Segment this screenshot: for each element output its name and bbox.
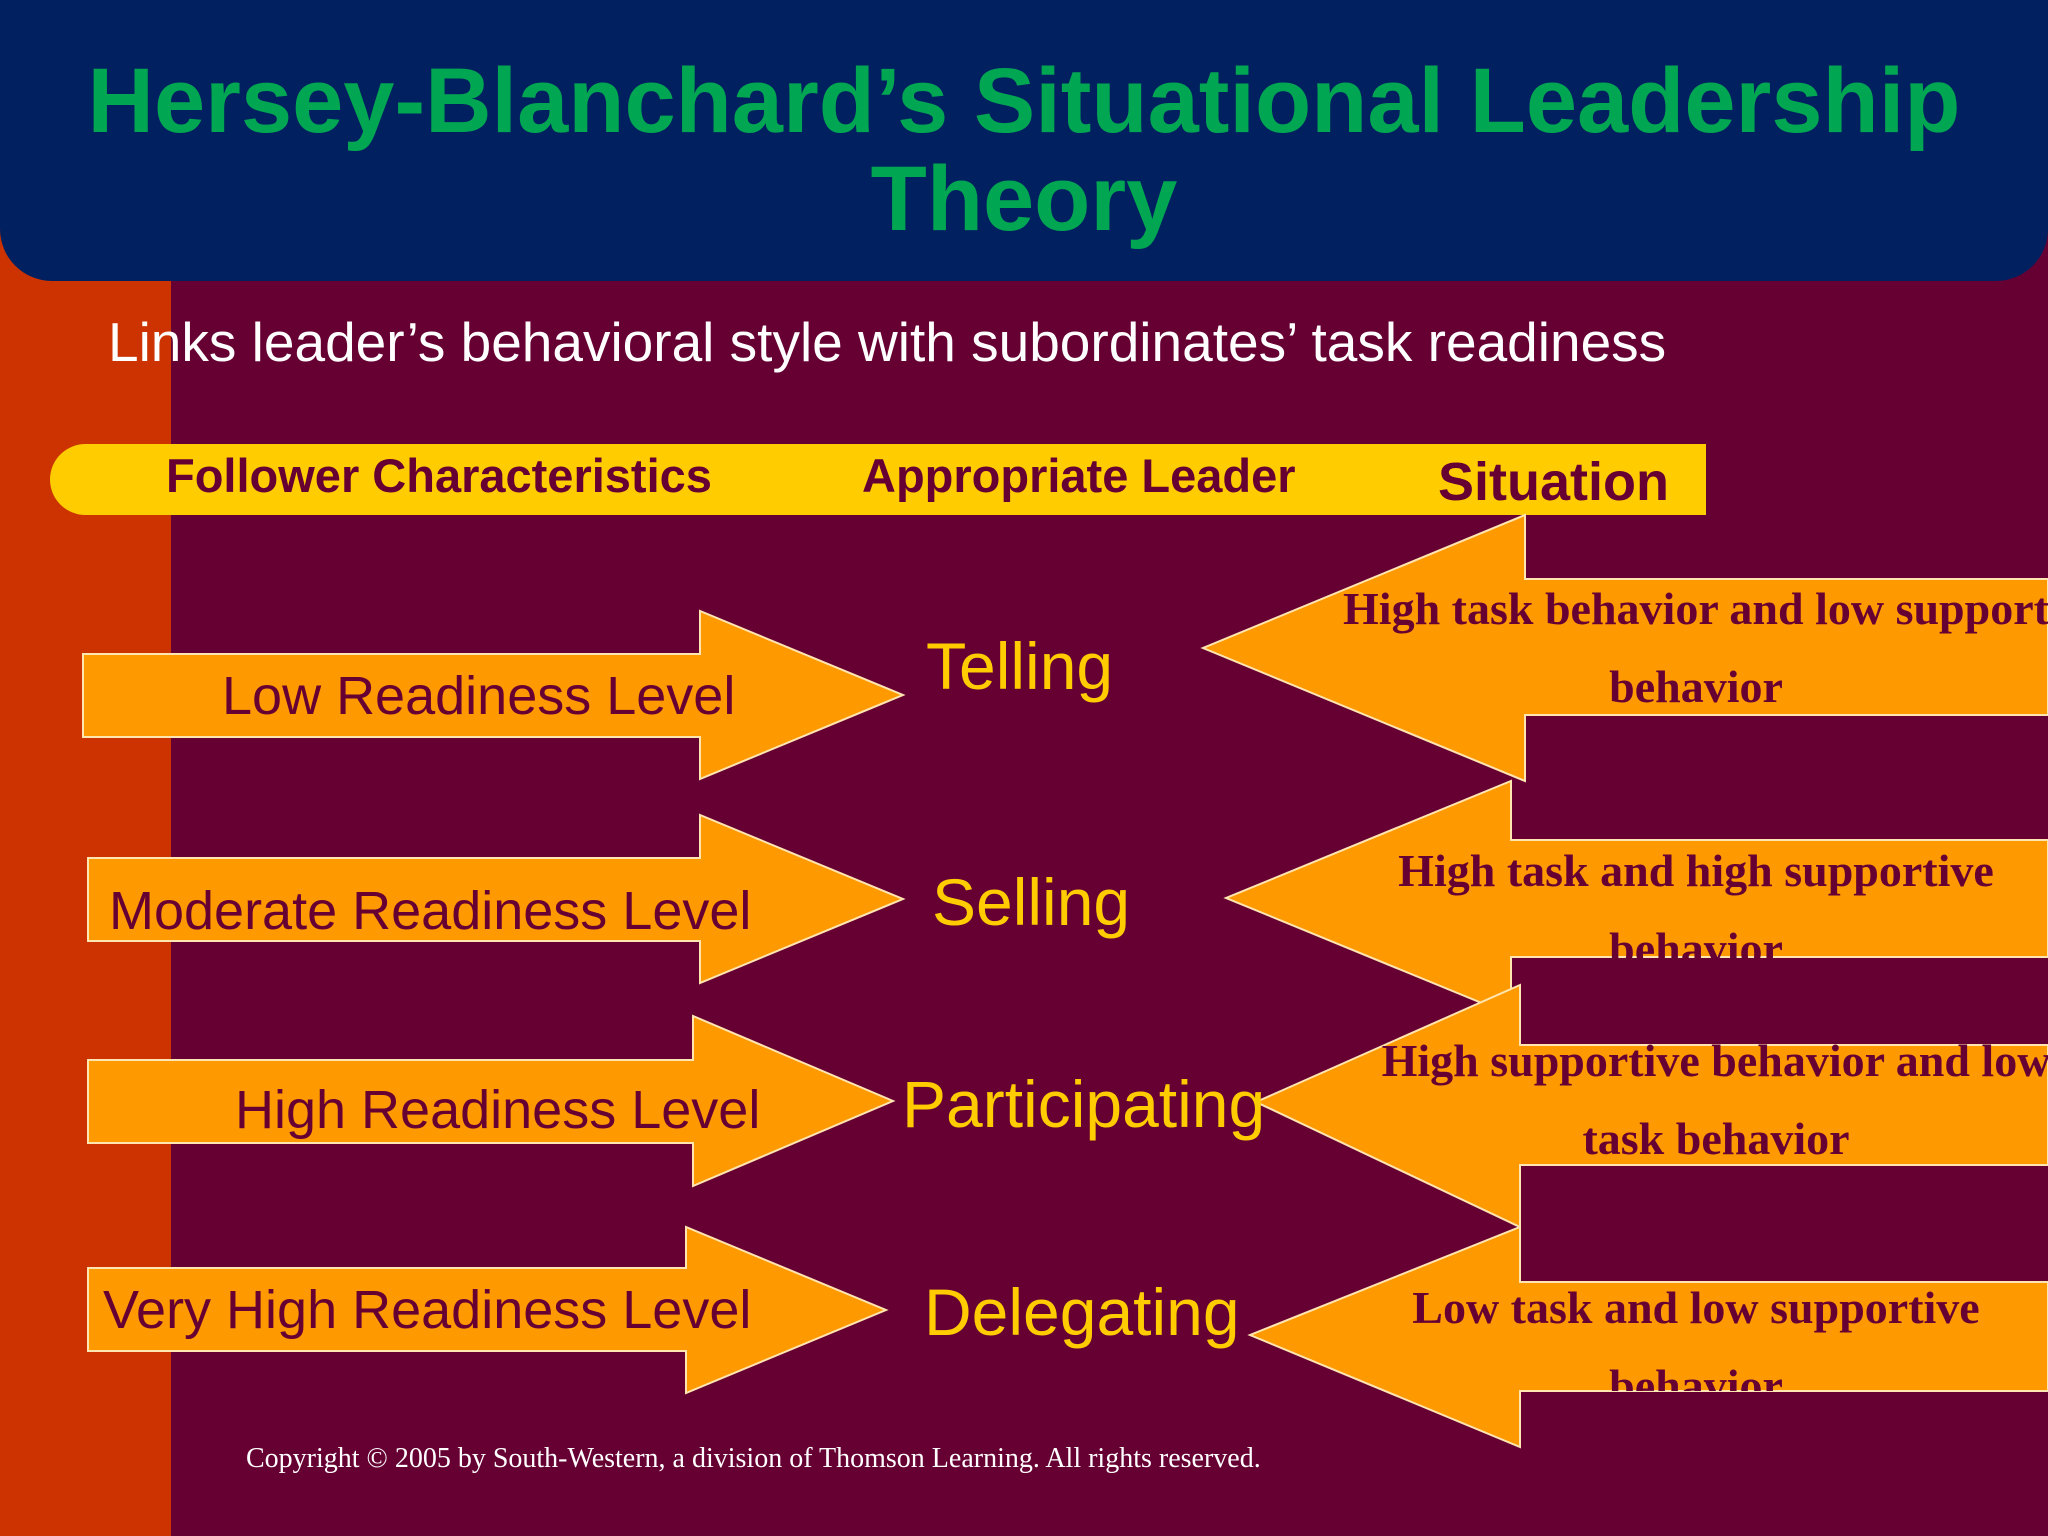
title-bar: [0, 0, 2048, 281]
situation-label: High supportive behavior and low task be…: [1381, 1035, 2048, 1164]
leader-style-selling: Selling: [932, 865, 1131, 939]
situation-label: Low task and low supportive behavior: [1412, 1282, 1980, 1391]
leader-style-participating: Participating: [902, 1067, 1266, 1141]
right-arrow-very-high-readiness: [87, 1225, 889, 1395]
readiness-label: Very High Readiness Level: [103, 1280, 752, 1340]
left-arrow-situation-delegating: [1247, 1225, 2048, 1449]
readiness-label: Low Readiness Level: [222, 666, 736, 726]
leader-style-delegating: Delegating: [924, 1275, 1240, 1349]
header-situation: Situation: [1438, 452, 1669, 512]
right-arrow-high-readiness: [87, 1014, 896, 1188]
left-arrow-situation-participating: [1253, 983, 2048, 1229]
slide-title: Hersey-Blanchard’s Situational Leadershi…: [87, 50, 1961, 250]
header-appropriate-leader: Appropriate Leader: [862, 449, 1296, 502]
situation-label: High task and high supportive behavior: [1398, 845, 1994, 958]
right-arrow-low-readiness: [82, 609, 906, 781]
readiness-label: High Readiness Level: [235, 1080, 761, 1140]
leader-style-telling: Telling: [926, 629, 1114, 703]
column-header-band: [50, 444, 1706, 515]
left-arrow-situation-selling: [1223, 779, 2048, 1017]
situation-label: High task behavior and low support behav…: [1343, 583, 2048, 712]
left-arrow-situation-telling: [1200, 513, 2048, 783]
right-arrow-moderate-readiness: [87, 813, 906, 985]
readiness-label: Moderate Readiness Level: [109, 881, 752, 941]
slide-subtitle: Links leader’s behavioral style with sub…: [108, 311, 1667, 373]
header-follower-characteristics: Follower Characteristics: [166, 449, 712, 502]
copyright-notice: Copyright © 2005 by South-Western, a div…: [246, 1443, 1261, 1474]
